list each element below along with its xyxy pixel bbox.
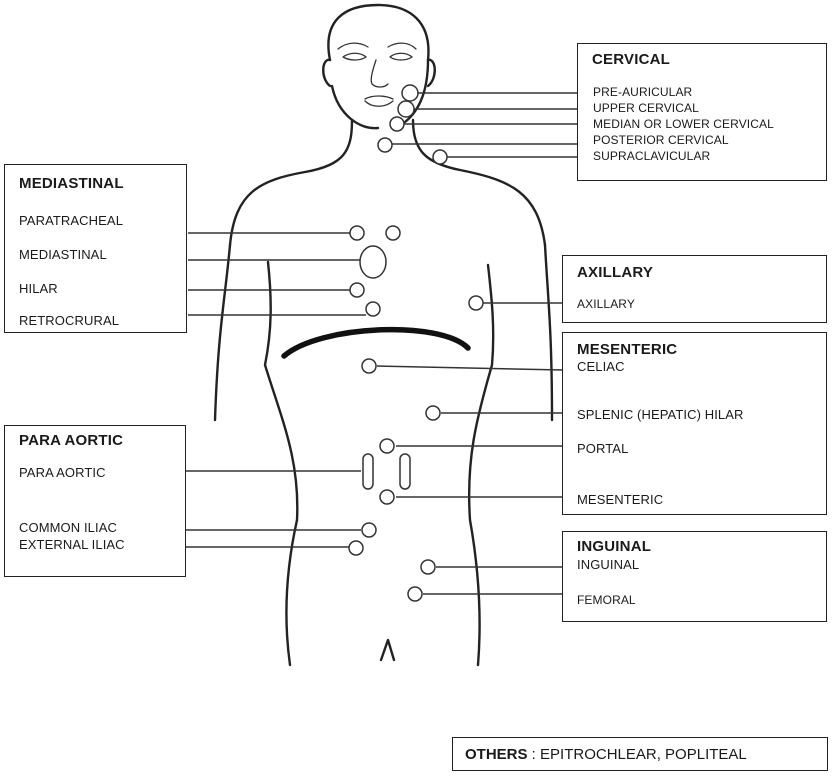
mouth-upper <box>364 95 394 100</box>
cervical-group-box <box>577 43 827 181</box>
node-para-aortic-left <box>362 453 374 490</box>
label-portal: PORTAL <box>577 441 629 456</box>
mesenteric-group-title: MESENTERIC <box>577 341 678 358</box>
node-splenic-hilar <box>425 405 441 421</box>
node-pre-auricular <box>401 84 419 102</box>
node-hilar <box>349 282 365 298</box>
crotch-mark <box>379 638 396 662</box>
jaw-outline <box>330 84 380 130</box>
node-axillary <box>468 295 484 311</box>
label-femoral: FEMORAL <box>577 593 636 607</box>
para-aortic-group-box <box>4 425 186 577</box>
label-para-aortic: PARA AORTIC <box>19 465 106 480</box>
left-torso-outline <box>263 260 299 667</box>
right-ear-outline <box>426 58 436 88</box>
label-retrocrural: RETROCRURAL <box>19 313 120 328</box>
others-label: OTHERS <box>465 745 528 763</box>
label-splenic-hilar: SPLENIC (HEPATIC) HILAR <box>577 407 744 422</box>
node-paratracheal-right <box>385 225 401 241</box>
inguinal-group-box <box>562 531 827 622</box>
node-common-iliac <box>361 522 377 538</box>
left-eye <box>342 52 368 61</box>
others-box: OTHERS : EPITROCHLEAR, POPLITEAL <box>452 737 828 771</box>
axillary-group-box <box>562 255 827 323</box>
label-posterior-cervical: POSTERIOR CERVICAL <box>593 133 729 147</box>
label-inguinal: INGUINAL <box>577 557 640 572</box>
node-femoral <box>407 586 423 602</box>
node-supraclavicular <box>432 149 448 165</box>
label-mesenteric: MESENTERIC <box>577 492 664 507</box>
node-portal <box>379 438 395 454</box>
inguinal-group-title: INGUINAL <box>577 538 652 555</box>
nose <box>370 59 389 88</box>
label-common-iliac: COMMON ILIAC <box>19 520 117 535</box>
mouth-lower <box>364 100 394 107</box>
right-neck-shoulder-outline <box>411 118 547 247</box>
right-torso-outline <box>467 263 495 667</box>
node-celiac <box>361 358 377 374</box>
left-eyebrow <box>337 42 369 50</box>
label-upper-cervical: UPPER CERVICAL <box>593 101 699 115</box>
label-median-cervical: MEDIAN OR LOWER CERVICAL <box>593 117 774 131</box>
node-median-cervical <box>389 116 405 132</box>
node-inguinal <box>420 559 436 575</box>
cervical-group-title: CERVICAL <box>592 51 670 68</box>
node-upper-cervical <box>397 100 415 118</box>
right-eyebrow <box>387 42 417 50</box>
mesenteric-group-box <box>562 332 827 515</box>
node-retrocrural <box>365 301 381 317</box>
head-outline <box>327 3 430 124</box>
label-supraclavicular: SUPRACLAVICULAR <box>593 149 711 163</box>
others-text: EPITROCHLEAR, POPLITEAL <box>540 745 747 763</box>
others-separator: : <box>527 745 541 763</box>
label-external-iliac: EXTERNAL ILIAC <box>19 537 125 552</box>
label-celiac: CELIAC <box>577 359 625 374</box>
right-eye <box>389 52 414 61</box>
para-aortic-group-title: PARA AORTIC <box>19 432 124 449</box>
label-axillary: AXILLARY <box>577 297 635 311</box>
node-paratracheal-left <box>349 225 365 241</box>
label-mediastinal: MEDIASTINAL <box>19 247 107 262</box>
node-posterior-cervical <box>377 137 393 153</box>
node-mediastinal <box>359 245 387 279</box>
mediastinal-group-box <box>4 164 187 333</box>
node-para-aortic-right <box>399 453 411 490</box>
diaphragm-line <box>281 326 471 359</box>
leader-celiac <box>376 365 564 371</box>
label-hilar: HILAR <box>19 281 58 296</box>
left-neck-shoulder-outline <box>228 118 354 247</box>
node-external-iliac <box>348 540 364 556</box>
axillary-group-title: AXILLARY <box>577 264 654 281</box>
left-arm-outline <box>213 243 232 422</box>
mediastinal-group-title: MEDIASTINAL <box>19 175 124 192</box>
left-ear-outline <box>322 58 332 88</box>
right-arm-outline <box>543 243 554 422</box>
node-mesenteric <box>379 489 395 505</box>
label-paratracheal: PARATRACHEAL <box>19 213 124 228</box>
label-pre-auricular: PRE-AURICULAR <box>593 85 693 99</box>
